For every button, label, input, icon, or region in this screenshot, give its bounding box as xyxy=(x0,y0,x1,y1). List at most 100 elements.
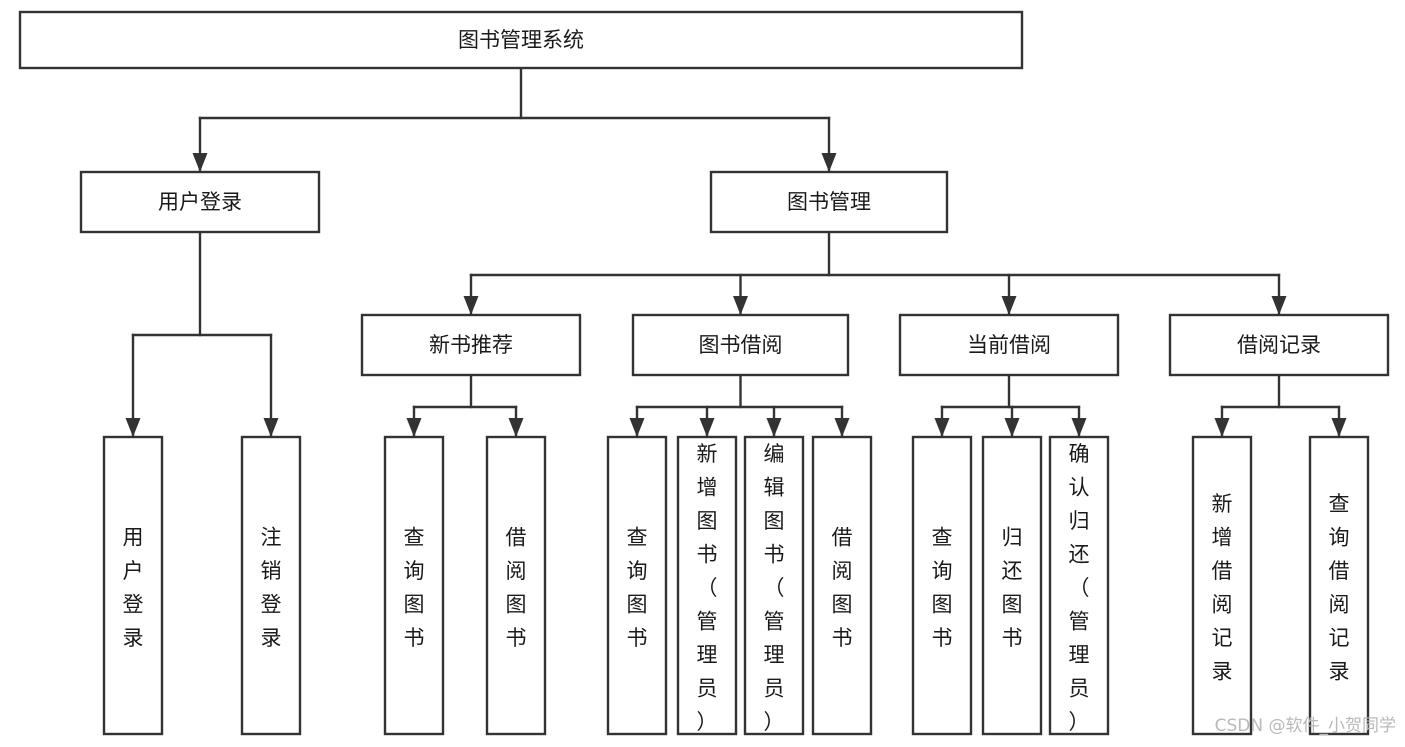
arrow-head-icon xyxy=(1001,296,1017,315)
arrow-head-icon xyxy=(463,296,479,315)
svg-text:注: 注 xyxy=(261,526,282,550)
leaf-leaf-query-book-2[interactable] xyxy=(606,435,668,736)
leaf-leaf-add-book[interactable] xyxy=(676,435,738,736)
arrow-head-icon xyxy=(733,296,748,315)
svg-text:理: 理 xyxy=(764,643,785,667)
svg-text:（: （ xyxy=(697,576,718,600)
svg-text:阅: 阅 xyxy=(506,559,527,583)
svg-text:图: 图 xyxy=(1002,593,1023,617)
svg-text:新: 新 xyxy=(697,442,718,466)
node-label-borrow-record: 借阅记录 xyxy=(1237,333,1321,357)
leaf-leaf-query-record[interactable] xyxy=(1308,435,1370,736)
svg-text:图: 图 xyxy=(697,509,718,533)
svg-text:增: 增 xyxy=(697,475,718,499)
leaf-leaf-add-record[interactable] xyxy=(1191,435,1253,736)
svg-text:确: 确 xyxy=(1069,442,1090,466)
svg-text:（: （ xyxy=(764,576,785,600)
svg-text:书: 书 xyxy=(932,626,953,650)
node-label-book-manage: 图书管理 xyxy=(787,190,871,214)
svg-text:录: 录 xyxy=(1212,660,1233,684)
svg-text:还: 还 xyxy=(1069,542,1090,566)
svg-text:阅: 阅 xyxy=(1212,593,1233,617)
arrow-head-icon xyxy=(766,418,782,437)
svg-text:）: ） xyxy=(697,710,718,734)
svg-text:归: 归 xyxy=(1002,526,1023,550)
leaf-leaf-query-book-3[interactable] xyxy=(911,435,973,736)
svg-text:书: 书 xyxy=(506,626,527,650)
node-current-borrow[interactable] xyxy=(898,313,1120,377)
node-root-system[interactable] xyxy=(18,10,1024,70)
arrow-head-icon xyxy=(125,418,141,437)
arrow-head-icon xyxy=(263,418,279,437)
node-new-book-recommend[interactable] xyxy=(360,313,582,377)
leaf-leaf-user-login[interactable] xyxy=(102,435,164,736)
svg-text:图: 图 xyxy=(764,509,785,533)
node-label-root: 图书管理系统 xyxy=(458,28,584,52)
node-book-manage[interactable] xyxy=(709,170,949,234)
arrow-head-icon xyxy=(1004,418,1020,437)
svg-text:录: 录 xyxy=(123,626,144,650)
node-book-borrow[interactable] xyxy=(631,313,850,377)
svg-text:记: 记 xyxy=(1212,626,1233,650)
svg-text:图: 图 xyxy=(832,593,853,617)
node-label-new-book-recommend: 新书推荐 xyxy=(429,333,513,357)
svg-text:登: 登 xyxy=(261,593,282,617)
box-layer: 图书管理系统用户登录图书管理新书推荐图书借阅当前借阅借阅记录用户登录注销登录查询… xyxy=(18,10,1390,736)
arrow-head-icon xyxy=(508,418,524,437)
svg-text:归: 归 xyxy=(1069,509,1090,533)
svg-text:记: 记 xyxy=(1329,626,1350,650)
arrow-head-icon xyxy=(406,418,422,437)
svg-text:询: 询 xyxy=(404,559,425,583)
svg-text:销: 销 xyxy=(261,559,282,583)
svg-text:员: 员 xyxy=(1069,676,1090,700)
svg-text:阅: 阅 xyxy=(1329,593,1350,617)
node-user-login[interactable] xyxy=(79,170,321,234)
svg-text:理: 理 xyxy=(697,643,718,667)
svg-text:理: 理 xyxy=(1069,643,1090,667)
leaf-leaf-query-book-1[interactable] xyxy=(383,435,445,736)
leaf-leaf-return-book[interactable] xyxy=(981,435,1043,736)
svg-text:管: 管 xyxy=(697,609,718,633)
svg-text:辑: 辑 xyxy=(764,475,785,499)
svg-text:图: 图 xyxy=(627,593,648,617)
svg-text:借: 借 xyxy=(506,526,527,550)
leaf-leaf-borrow-book-2[interactable] xyxy=(811,435,873,736)
leaf-label-leaf-user-login: 用户登录 xyxy=(123,526,144,651)
svg-text:）: ） xyxy=(764,710,785,734)
svg-text:书: 书 xyxy=(404,626,425,650)
csdn-watermark: CSDN @软件_小贺同学 xyxy=(1215,716,1396,736)
svg-text:询: 询 xyxy=(1329,526,1350,550)
svg-text:员: 员 xyxy=(764,676,785,700)
arrow-head-icon xyxy=(1271,296,1287,315)
leaf-leaf-confirm-return[interactable] xyxy=(1048,435,1110,736)
svg-text:增: 增 xyxy=(1212,526,1233,550)
svg-text:查: 查 xyxy=(627,526,648,550)
svg-text:（: （ xyxy=(1069,576,1090,600)
leaf-leaf-logout-login[interactable] xyxy=(240,435,302,736)
node-borrow-record[interactable] xyxy=(1168,313,1390,377)
svg-text:还: 还 xyxy=(1002,559,1023,583)
svg-text:阅: 阅 xyxy=(832,559,853,583)
svg-text:图: 图 xyxy=(506,593,527,617)
arrow-head-icon xyxy=(1331,418,1347,437)
svg-text:员: 员 xyxy=(697,676,718,700)
node-label-current-borrow: 当前借阅 xyxy=(967,333,1051,357)
arrow-head-icon xyxy=(629,418,645,437)
svg-text:书: 书 xyxy=(627,626,648,650)
svg-text:录: 录 xyxy=(1329,660,1350,684)
svg-text:管: 管 xyxy=(1069,609,1090,633)
arrow-head-icon xyxy=(1214,418,1230,437)
leaf-leaf-edit-book[interactable] xyxy=(743,435,805,736)
leaf-leaf-borrow-book-1[interactable] xyxy=(485,435,547,736)
